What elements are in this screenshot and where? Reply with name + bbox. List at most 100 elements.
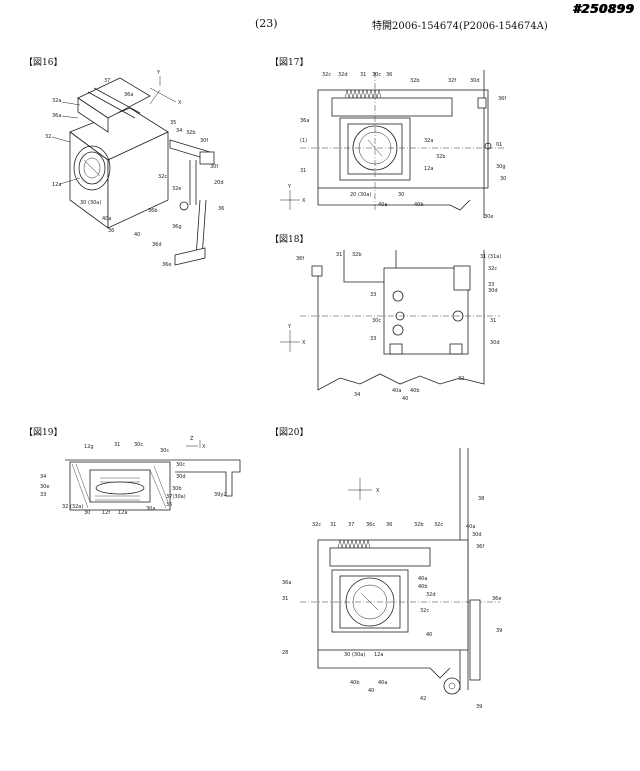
svg-text:X: X [202,444,206,450]
svg-text:36a: 36a [124,92,133,98]
svg-text:40a: 40a [418,576,427,582]
svg-text:33: 33 [370,336,376,342]
svg-text:40b: 40b [410,388,420,394]
svg-text:X: X [376,488,380,494]
svg-text:30c: 30c [134,442,143,448]
svg-text:36e: 36e [492,596,501,602]
svg-text:X: X [302,198,306,204]
svg-text:32 (32a): 32 (32a) [62,504,83,510]
svg-text:40a: 40a [378,202,387,208]
svg-text:40: 40 [426,632,432,638]
svg-text:32c: 32c [312,522,321,528]
svg-text:30d: 30d [176,474,186,480]
svg-text:30 (30a): 30 (30a) [80,200,101,206]
svg-text:30f: 30f [210,164,218,170]
svg-text:30e: 30e [40,484,49,490]
svg-text:36a: 36a [300,118,309,124]
svg-text:30d: 30d [488,288,498,294]
svg-text:36: 36 [386,72,392,78]
svg-text:(1): (1) [300,138,307,144]
svg-text:32c: 32c [488,266,497,272]
svg-text:40b: 40b [414,202,424,208]
svg-text:40b: 40b [350,680,360,686]
svg-text:32c: 32c [322,72,331,78]
svg-text:37: 37 [104,78,110,84]
svg-text:40: 40 [402,396,408,402]
svg-text:36f: 36f [476,544,484,550]
svg-text:40a: 40a [378,680,387,686]
svg-text:39y2: 39y2 [214,492,227,498]
svg-text:38: 38 [478,496,484,502]
svg-text:39: 39 [476,704,482,710]
publication-number: 特開2006-154674(P2006-154674A) [372,21,548,32]
svg-text:Y: Y [156,70,161,76]
svg-text:34: 34 [354,392,360,398]
figure-19-label: 【図19】 [24,428,63,438]
svg-text:32a: 32a [52,98,61,104]
svg-text:37(30a): 37(30a) [166,494,186,500]
svg-text:31: 31 [336,252,342,258]
svg-text:X: X [178,100,182,106]
svg-text:31: 31 [300,168,306,174]
svg-text:30b: 30b [172,486,182,492]
svg-text:32b: 32b [414,522,424,528]
svg-text:32a: 32a [424,138,433,144]
svg-text:40a: 40a [466,524,475,530]
svg-text:20 (30a): 20 (30a) [350,192,371,198]
svg-text:37: 37 [348,522,354,528]
svg-text:32: 32 [45,134,51,140]
svg-text:32c: 32c [434,522,443,528]
svg-text:12a: 12a [374,652,383,658]
svg-text:33: 33 [370,292,376,298]
svg-text:31: 31 [114,442,120,448]
svg-text:31: 31 [282,596,288,602]
svg-text:30a: 30a [146,506,155,512]
svg-text:33: 33 [488,282,494,288]
svg-text:40b: 40b [418,584,428,590]
svg-text:40a: 40a [102,216,111,222]
svg-text:30e: 30e [484,214,493,220]
svg-text:36f: 36f [498,96,506,102]
figure-20-label: 【図20】 [270,428,309,438]
svg-text:36b: 36b [148,208,158,214]
svg-text:32d: 32d [426,592,436,598]
svg-text:32c: 32c [158,174,167,180]
svg-text:30: 30 [500,176,506,182]
svg-text:Y: Y [287,184,292,190]
svg-text:Y: Y [287,324,292,330]
svg-text:31 (31a): 31 (31a) [480,254,501,260]
svg-text:32b: 32b [436,154,446,160]
svg-text:40: 40 [134,232,140,238]
svg-text:32c: 32c [420,608,429,614]
svg-text:30c: 30c [372,318,381,324]
svg-text:36g: 36g [172,224,182,230]
svg-text:12a: 12a [52,182,61,188]
svg-text:30d: 30d [490,340,500,346]
svg-text:36e: 36e [162,262,171,268]
svg-text:X: X [302,340,306,346]
svg-text:32b: 32b [186,130,196,136]
svg-text:12g: 12g [84,444,94,450]
svg-text:30c: 30c [176,462,185,468]
svg-text:36d: 36d [152,242,162,248]
svg-text:30: 30 [398,192,404,198]
svg-text:33: 33 [40,492,46,498]
svg-text:30c: 30c [160,448,169,454]
svg-text:12a: 12a [118,510,127,516]
svg-text:32f: 32f [448,78,456,84]
page-number: (23) [255,17,278,30]
svg-text:42: 42 [420,696,426,702]
svg-text:39: 39 [496,628,502,634]
svg-text:32b: 32b [410,78,420,84]
svg-text:31: 31 [330,522,336,528]
svg-text:36a: 36a [282,580,291,586]
svg-text:36c: 36c [366,522,375,528]
svg-text:32e: 32e [172,186,181,192]
figure-18-label: 【図18】 [270,235,309,245]
